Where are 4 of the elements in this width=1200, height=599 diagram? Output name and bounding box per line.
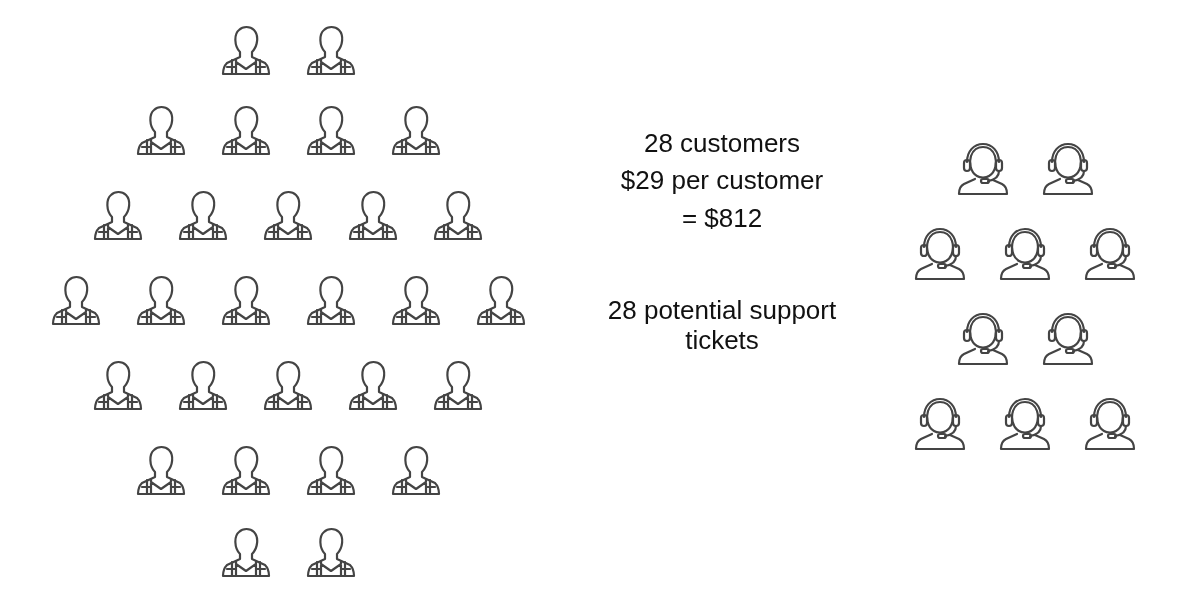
summary-text: 28 potential support tickets bbox=[607, 295, 837, 355]
summary-text: $29 per customer bbox=[619, 165, 825, 195]
summary-text: = $812 bbox=[680, 203, 764, 233]
summary-text: 28 customers bbox=[642, 128, 802, 158]
